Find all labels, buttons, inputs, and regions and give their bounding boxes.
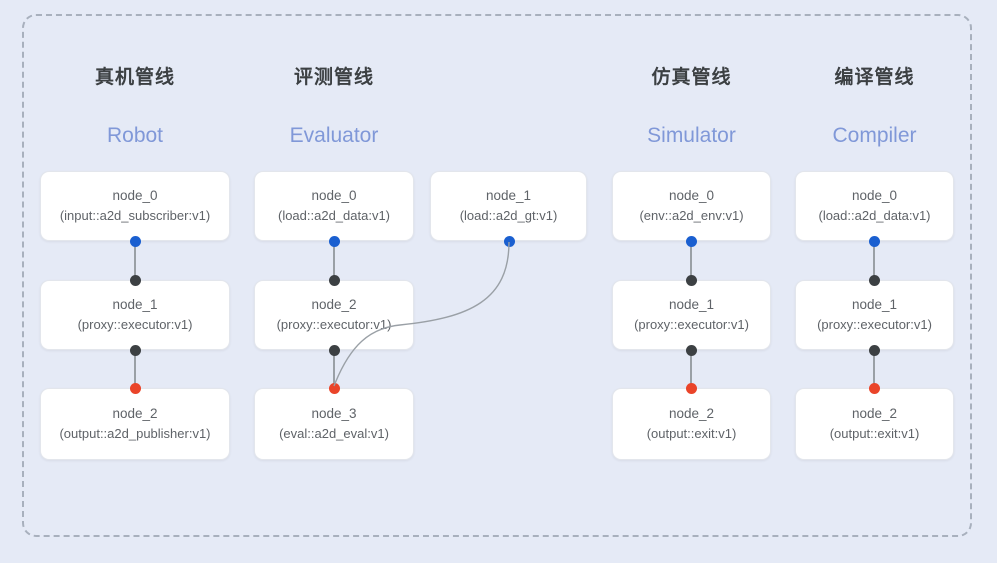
node-port-output[interactable] (129, 235, 141, 247)
node-port-output[interactable] (328, 344, 340, 356)
node-kind: (load::a2d_gt:v1) (459, 208, 558, 223)
node-card[interactable]: node_1 (proxy::executor:v1) (40, 280, 230, 350)
node-port-output[interactable] (685, 344, 697, 356)
node-name: node_2 (668, 406, 715, 421)
column-title-en-compiler: Compiler (832, 124, 917, 147)
node-kind: (eval::a2d_eval:v1) (279, 426, 389, 441)
node-card[interactable]: node_2 (output::a2d_publisher:v1) (40, 388, 230, 460)
node-port-output[interactable] (129, 344, 141, 356)
node-name: node_1 (485, 188, 532, 203)
node-name: node_1 (668, 297, 715, 312)
node-card[interactable]: node_0 (load::a2d_data:v1) (795, 171, 954, 241)
column-title-en-robot: Robot (106, 124, 164, 147)
node-port-output[interactable] (685, 235, 697, 247)
node-card[interactable]: node_2 (output::exit:v1) (612, 388, 771, 460)
node-card[interactable]: node_2 (proxy::executor:v1) (254, 280, 414, 350)
node-name: node_3 (311, 406, 357, 421)
connector-line (690, 350, 692, 388)
node-port-input[interactable] (685, 274, 697, 286)
node-name: node_2 (311, 297, 357, 312)
node-card[interactable]: node_0 (env::a2d_env:v1) (612, 171, 771, 241)
node-name: node_0 (851, 188, 898, 203)
node-port-output[interactable] (868, 235, 880, 247)
column-title-en-evaluator: Evaluator (289, 124, 379, 147)
node-name: node_0 (311, 188, 357, 203)
column-title-en-simulator: Simulator (647, 124, 736, 147)
dashed-group-frame (22, 14, 972, 537)
node-name: node_2 (851, 406, 898, 421)
node-name: node_2 (112, 406, 158, 421)
node-kind: (input::a2d_subscriber:v1) (59, 208, 211, 223)
node-kind: (proxy::executor:v1) (276, 317, 392, 332)
node-card[interactable]: node_2 (output::exit:v1) (795, 388, 954, 460)
node-kind: (output::a2d_publisher:v1) (59, 426, 211, 441)
node-kind: (env::a2d_env:v1) (639, 208, 744, 223)
node-port-terminal[interactable] (129, 382, 141, 394)
node-port-terminal[interactable] (685, 382, 697, 394)
node-port-input[interactable] (328, 274, 340, 286)
column-title-cn-robot: 真机管线 (94, 67, 175, 88)
node-kind: (proxy::executor:v1) (634, 317, 749, 332)
node-name: node_0 (112, 188, 158, 203)
node-name: node_0 (668, 188, 715, 203)
connector-line (134, 350, 136, 388)
node-name: node_1 (851, 297, 898, 312)
column-title-cn-compiler: 编译管线 (834, 67, 915, 88)
node-card[interactable]: node_1 (proxy::executor:v1) (795, 280, 954, 350)
node-kind: (output::exit:v1) (646, 426, 737, 441)
node-kind: (load::a2d_data:v1) (277, 208, 391, 223)
node-port-input[interactable] (868, 274, 880, 286)
node-card[interactable]: node_0 (load::a2d_data:v1) (254, 171, 414, 241)
node-port-output[interactable] (503, 235, 515, 247)
column-title-cn-evaluator: 评测管线 (293, 67, 374, 88)
node-kind: (proxy::executor:v1) (817, 317, 932, 332)
node-name: node_1 (112, 297, 158, 312)
node-kind: (output::exit:v1) (829, 426, 920, 441)
node-card[interactable]: node_3 (eval::a2d_eval:v1) (254, 388, 414, 460)
node-card[interactable]: node_1 (proxy::executor:v1) (612, 280, 771, 350)
connector-line (873, 350, 875, 388)
node-port-terminal[interactable] (328, 382, 340, 394)
node-kind: (proxy::executor:v1) (77, 317, 193, 332)
node-port-input[interactable] (129, 274, 141, 286)
node-port-output[interactable] (868, 344, 880, 356)
node-port-output[interactable] (328, 235, 340, 247)
connector-line (134, 241, 136, 280)
column-title-cn-simulator: 仿真管线 (651, 67, 732, 88)
node-card[interactable]: node_1 (load::a2d_gt:v1) (430, 171, 587, 241)
connector-line (690, 241, 692, 280)
connector-line (873, 241, 875, 280)
node-port-terminal[interactable] (868, 382, 880, 394)
node-card[interactable]: node_0 (input::a2d_subscriber:v1) (40, 171, 230, 241)
node-kind: (load::a2d_data:v1) (818, 208, 931, 223)
